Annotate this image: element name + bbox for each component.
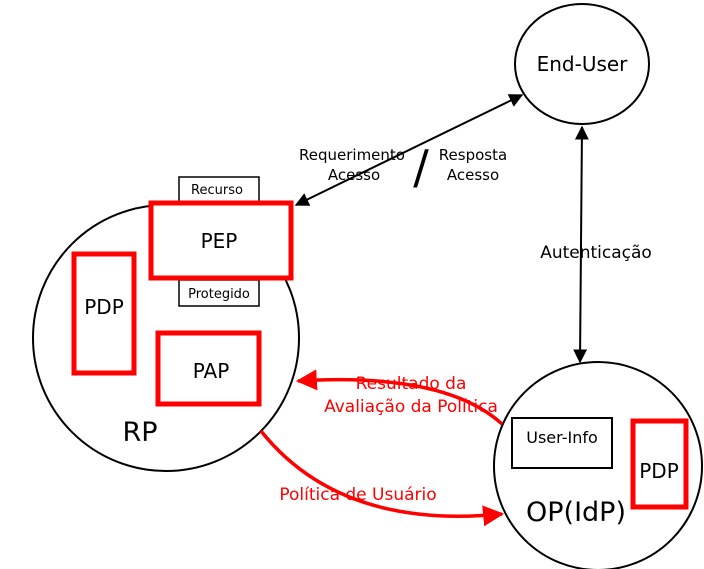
pep-label: PEP (201, 229, 238, 253)
pdp-op-box: PDP (630, 418, 689, 510)
separator-slash: / (413, 140, 429, 194)
policy-result-label-line1: Resultado da (356, 374, 467, 394)
pap-box: PAP (155, 330, 262, 407)
end-user-circle (514, 3, 650, 125)
user-policy-label: Política de Usuário (279, 485, 436, 505)
request-label-line1: Requerimento (299, 146, 405, 164)
policy-result-label-line2: Avaliação da Política (324, 397, 498, 417)
request-response-arrow (294, 94, 524, 206)
pep-box: PEP (148, 200, 294, 281)
authentication-arrow (573, 125, 589, 364)
user-policy-arrow (259, 429, 505, 527)
rp-label: RP (122, 417, 157, 448)
request-label-line2: Acesso (328, 166, 380, 184)
authentication-label: Autenticação (540, 243, 652, 263)
pdp-rp-box: PDP (71, 251, 137, 376)
response-label-line2: Acesso (447, 166, 499, 184)
user-info-label: User-Info (526, 428, 598, 447)
pdp-op-label: PDP (639, 459, 679, 483)
pdp-rp-label: PDP (84, 295, 124, 319)
end-user-node: End-User (514, 3, 650, 125)
recurso-box: Recurso (178, 176, 260, 205)
recurso-label: Recurso (191, 183, 243, 198)
pap-label: PAP (193, 359, 230, 383)
op-label: OP(IdP) (526, 497, 626, 528)
response-label-line1: Resposta (439, 146, 507, 164)
policy-result-arrow (295, 369, 504, 426)
end-user-label: End-User (537, 52, 629, 76)
protegido-label: Protegido (188, 287, 250, 302)
protegido-box: Protegido (178, 279, 260, 307)
user-info-box: User-Info (511, 417, 613, 469)
